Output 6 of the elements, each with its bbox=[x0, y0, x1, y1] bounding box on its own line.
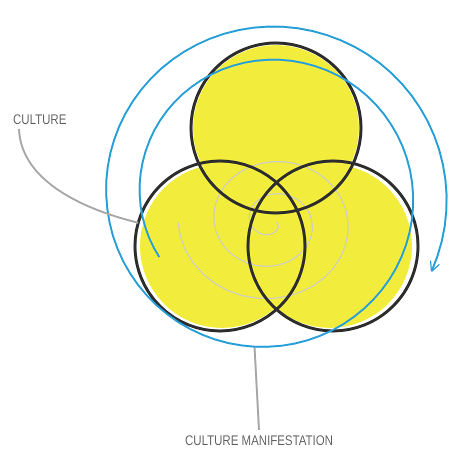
label-text: CULTURE bbox=[13, 111, 66, 127]
label-text: CULTURE MANIFESTATION bbox=[185, 432, 333, 448]
leader-line bbox=[18, 128, 138, 224]
leader-line bbox=[254, 348, 260, 430]
venn-circle bbox=[134, 160, 306, 332]
spiral-arrow bbox=[105, 26, 448, 348]
